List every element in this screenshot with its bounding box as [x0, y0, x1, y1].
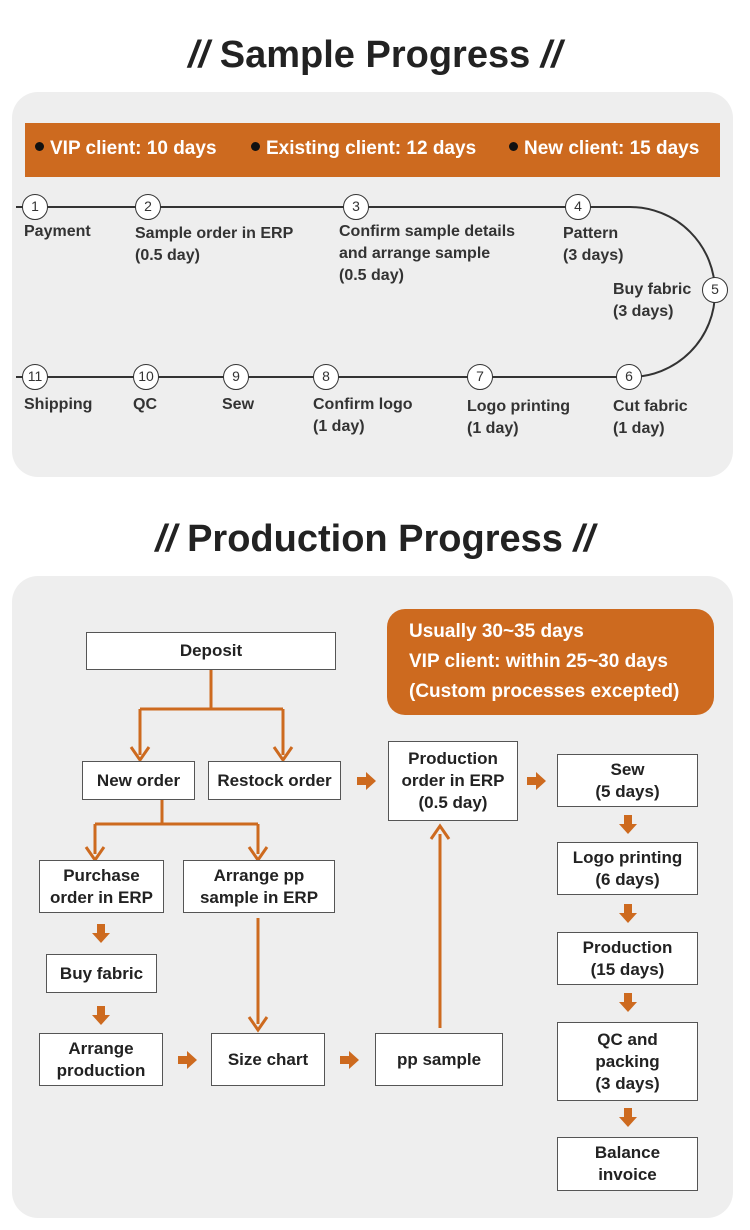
production-duration-note: Usually 30~35 days VIP client: within 25…: [387, 609, 714, 715]
step-node-4: 4: [565, 194, 591, 220]
down-arrow-icon: [92, 1006, 110, 1025]
arrowhead-icon: [247, 1016, 269, 1033]
production-progress-title: // Production Progress //: [155, 518, 595, 560]
step-node-8: 8: [313, 364, 339, 390]
arrowhead-icon: [129, 746, 151, 763]
step-label-6: Cut fabric(1 day): [613, 398, 688, 437]
new-order-box: New order: [82, 761, 195, 800]
buy-fabric-box: Buy fabric: [46, 954, 157, 993]
sample-progress-title: // Sample Progress //: [188, 34, 562, 76]
arrowhead-icon: [429, 823, 451, 840]
step-node-5: 5: [702, 277, 728, 303]
step-node-3: 3: [343, 194, 369, 220]
quote-mark-right-icon: //: [573, 518, 595, 560]
step-label-5: Buy fabric(3 days): [613, 281, 692, 320]
step-node-1: 1: [22, 194, 48, 220]
step-label-8: Confirm logo(1 day): [313, 396, 413, 435]
step-label-7: Logo printing(1 day): [467, 398, 571, 437]
tier-vip: VIP client: 10 days: [35, 138, 217, 160]
tier-new: New client: 15 days: [509, 138, 699, 160]
new-order-split-line: [93, 800, 260, 854]
quote-mark-right-icon: //: [540, 34, 562, 76]
logo-printing-box: Logo printing(6 days): [557, 842, 698, 895]
step-label-1: Payment: [24, 223, 91, 240]
pp-sample-box: pp sample: [375, 1033, 503, 1086]
step-node-9: 9: [223, 364, 249, 390]
quote-mark-left-icon: //: [155, 518, 177, 560]
step-node-7: 7: [467, 364, 493, 390]
bullet-icon: [251, 142, 260, 151]
step-label-9: Sew: [222, 396, 255, 413]
right-arrow-icon: [178, 1051, 197, 1069]
step-node-11: 11: [22, 364, 48, 390]
down-arrow-icon: [619, 904, 637, 923]
right-arrow-icon: [340, 1051, 359, 1069]
right-arrow-icon: [527, 772, 546, 790]
client-tier-banner: VIP client: 10 days Existing client: 12 …: [25, 123, 720, 177]
arrowhead-icon: [272, 746, 294, 763]
step-label-11: Shipping: [24, 396, 93, 413]
size-chart-box: Size chart: [211, 1033, 325, 1086]
production-step-box: Production(15 days): [557, 932, 698, 985]
bullet-icon: [35, 142, 44, 151]
down-arrow-icon: [619, 815, 637, 834]
bullet-icon: [509, 142, 518, 151]
step-node-6: 6: [616, 364, 642, 390]
step-node-10: 10: [133, 364, 159, 390]
step-label-4: Pattern(3 days): [563, 225, 624, 264]
step-label-10: QC: [133, 396, 157, 413]
sew-box: Sew(5 days): [557, 754, 698, 807]
step-node-2: 2: [135, 194, 161, 220]
down-arrow-icon: [92, 924, 110, 943]
restock-order-box: Restock order: [208, 761, 341, 800]
step-label-2: Sample order in ERP(0.5 day): [135, 225, 294, 264]
down-arrow-icon: [619, 1108, 637, 1127]
deposit-split-line: [138, 670, 285, 755]
down-arrow-icon: [619, 993, 637, 1012]
right-arrow-icon: [357, 772, 376, 790]
deposit-box: Deposit: [86, 632, 336, 670]
tier-existing: Existing client: 12 days: [251, 138, 476, 160]
quote-mark-left-icon: //: [188, 34, 210, 76]
